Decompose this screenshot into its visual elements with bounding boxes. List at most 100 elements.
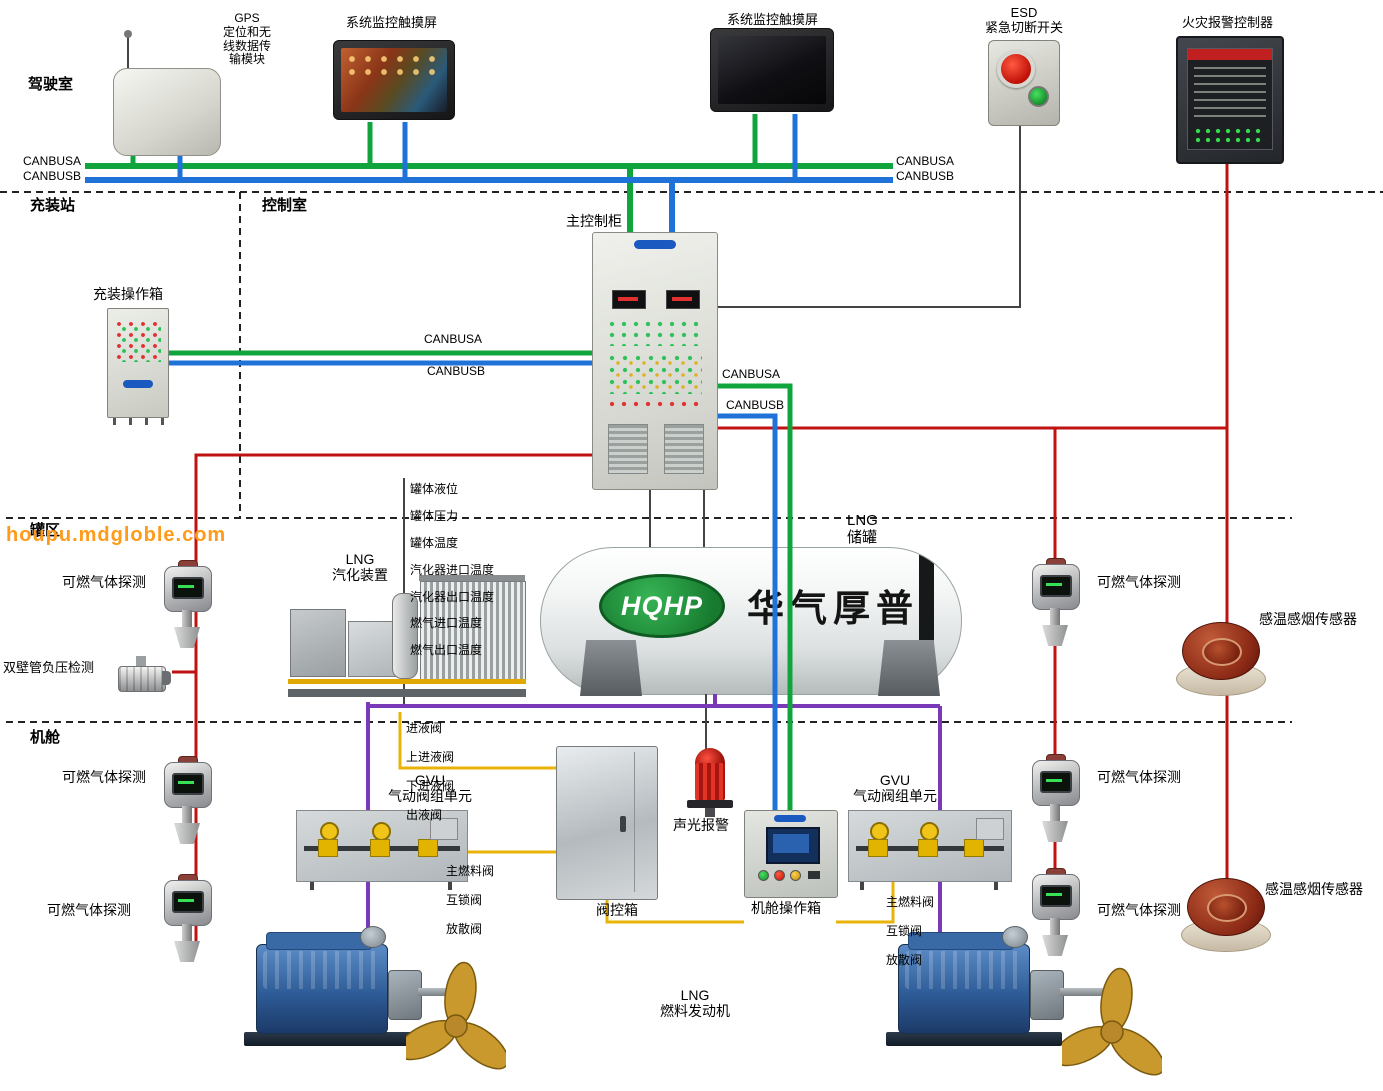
- propeller-shaft: [1060, 988, 1114, 996]
- engine-gearbox: [1030, 970, 1064, 1020]
- gvu-leg: [310, 882, 314, 890]
- emergency-stop-button: [997, 50, 1035, 88]
- gas-detector-stem: [1050, 608, 1060, 625]
- gvu-valve: [868, 839, 888, 857]
- sound-light-alarm-beacon: [686, 748, 734, 818]
- gas-detector-label: 可燃气体探测: [1097, 902, 1181, 918]
- beacon-base: [687, 800, 733, 808]
- sensor-tip: [162, 671, 171, 685]
- canbus-b-label-right: CANBUSB: [896, 169, 955, 183]
- gas-detector-display: [172, 891, 204, 913]
- gas-detector-label: 可燃气体探测: [62, 574, 146, 590]
- gas-detector-head: [164, 880, 212, 926]
- engine-head-cover: [266, 932, 372, 950]
- canbus-b-label-left: CANBUSB: [23, 169, 82, 183]
- fire-controller-label: 火灾报警控制器: [1182, 15, 1274, 30]
- gas-detector-stem: [182, 806, 192, 823]
- sensor-dome: [1187, 878, 1265, 936]
- section-label-bridge: 驾驶室: [28, 76, 74, 93]
- operator-yellow-button: [790, 870, 801, 881]
- reset-button: [1028, 86, 1049, 107]
- smoke-sensor-label: 感温感烟传感器: [1259, 611, 1357, 627]
- gas-detector-sensor: [174, 941, 200, 962]
- filling-box-label: 充装操作箱: [93, 286, 163, 302]
- valve-control-box: [556, 746, 658, 900]
- gas-detector-sensor: [1042, 625, 1068, 646]
- fuel-valve-item: 互锁阀: [886, 923, 923, 938]
- gas-detector-head: [164, 762, 212, 808]
- sensor-connector: [136, 656, 146, 668]
- gas-detector-label: 可燃气体探测: [47, 902, 131, 918]
- valve-box-housing: [556, 746, 658, 900]
- lng-engine-right: [884, 926, 1114, 1054]
- smoke-heat-sensor: [1176, 618, 1266, 698]
- liquid-valve-item: 上进液阀: [406, 749, 455, 764]
- filling-box-leg: [145, 418, 148, 425]
- fuel-valve-list-left: 主燃料阀 互锁阀 放散阀: [446, 849, 494, 951]
- cabinet-meter-1: [612, 290, 646, 309]
- filling-box-leg: [161, 418, 164, 425]
- liquid-valve-item: 下进液阀: [406, 778, 455, 793]
- sensor-ring: [1202, 638, 1242, 666]
- tank-leg-right: [878, 640, 940, 696]
- gas-detector-sensor: [174, 627, 200, 648]
- section-label-filling-station: 充装站: [30, 197, 76, 214]
- gvu-valve: [418, 839, 438, 857]
- operator-box-logo: [774, 815, 806, 822]
- tank-brand-text: 华气厚普: [747, 589, 919, 630]
- vaporizer-gas-pipe: [288, 679, 526, 684]
- gas-detector: [1028, 754, 1082, 846]
- operator-switch: [808, 871, 820, 879]
- engine-base: [886, 1032, 1062, 1046]
- valve-ctrl-line4: [836, 882, 895, 924]
- section-label-engine-room: 机舱: [30, 729, 61, 746]
- gvu-valve: [918, 839, 938, 857]
- gas-detector-label: 可燃气体探测: [1097, 574, 1181, 590]
- gas-detector: [160, 560, 214, 652]
- tank-signal-item: 燃气出口温度: [410, 643, 483, 658]
- gvu-label-right: GVU 气动阀组单元: [853, 772, 937, 805]
- cabinet-meter-2: [666, 290, 700, 309]
- monitor-touchscreen-2: [710, 28, 834, 112]
- touchscreen-2-label: 系统监控触摸屏: [727, 12, 819, 27]
- canbus-a-label-cabinet: CANBUSA: [722, 367, 781, 381]
- filling-box-logo: [123, 380, 153, 388]
- smoke-sensor-label: 感温感烟传感器: [1265, 881, 1363, 897]
- gas-detector-head: [164, 566, 212, 612]
- fire-alarm-controller: [1176, 36, 1284, 164]
- beacon-stem: [705, 808, 715, 817]
- tank-signal-item: 罐体液位: [410, 482, 459, 497]
- fuel-valve-item: 主燃料阀: [886, 894, 935, 909]
- fire-controller-leds: [1194, 127, 1266, 143]
- fire-controller-panel: [1187, 48, 1273, 150]
- gas-detector-display: [1040, 771, 1072, 793]
- engine-block: [256, 944, 388, 1034]
- filling-box-leg: [129, 418, 132, 425]
- double-wall-label: 双壁管负压检测: [3, 660, 95, 675]
- fuel-valve-item: 放散阀: [446, 921, 483, 936]
- touchscreen-icons: [346, 53, 442, 81]
- vaporizer-pump-unit: [290, 609, 346, 677]
- cabinet-vent-left: [608, 424, 648, 474]
- cabinet-alarm-lights: [608, 400, 702, 412]
- gas-detector-stem: [182, 610, 192, 627]
- filling-box-leg: [113, 418, 116, 425]
- section-label-tank-area: 罐区: [30, 522, 61, 539]
- gas-detector-display: [1040, 885, 1072, 907]
- sensor-cylinder: [118, 666, 166, 692]
- cabin-op-box-label: 机舱操作箱: [751, 900, 821, 916]
- engine-label: LNG 燃料发动机: [660, 987, 730, 1020]
- gas-detector-label: 可燃气体探测: [62, 769, 146, 785]
- fuel-valve-item: 主燃料阀: [446, 863, 495, 878]
- tank-signal-item: 汽化器出口温度: [410, 589, 495, 604]
- lng-engine-left: [242, 926, 472, 1054]
- main-cabinet-label: 主控制柜: [566, 213, 622, 229]
- fuel-valve-list-right: 主燃料阀 互锁阀 放散阀: [886, 880, 934, 982]
- gps-housing: [113, 68, 221, 156]
- gas-detector-display: [172, 773, 204, 795]
- beacon-body: [695, 763, 725, 801]
- valve-box-label: 阀控箱: [596, 902, 638, 918]
- canbus-b-label-cabinet: CANBUSB: [726, 398, 785, 412]
- canbus-b-label-filling: CANBUSB: [427, 364, 486, 378]
